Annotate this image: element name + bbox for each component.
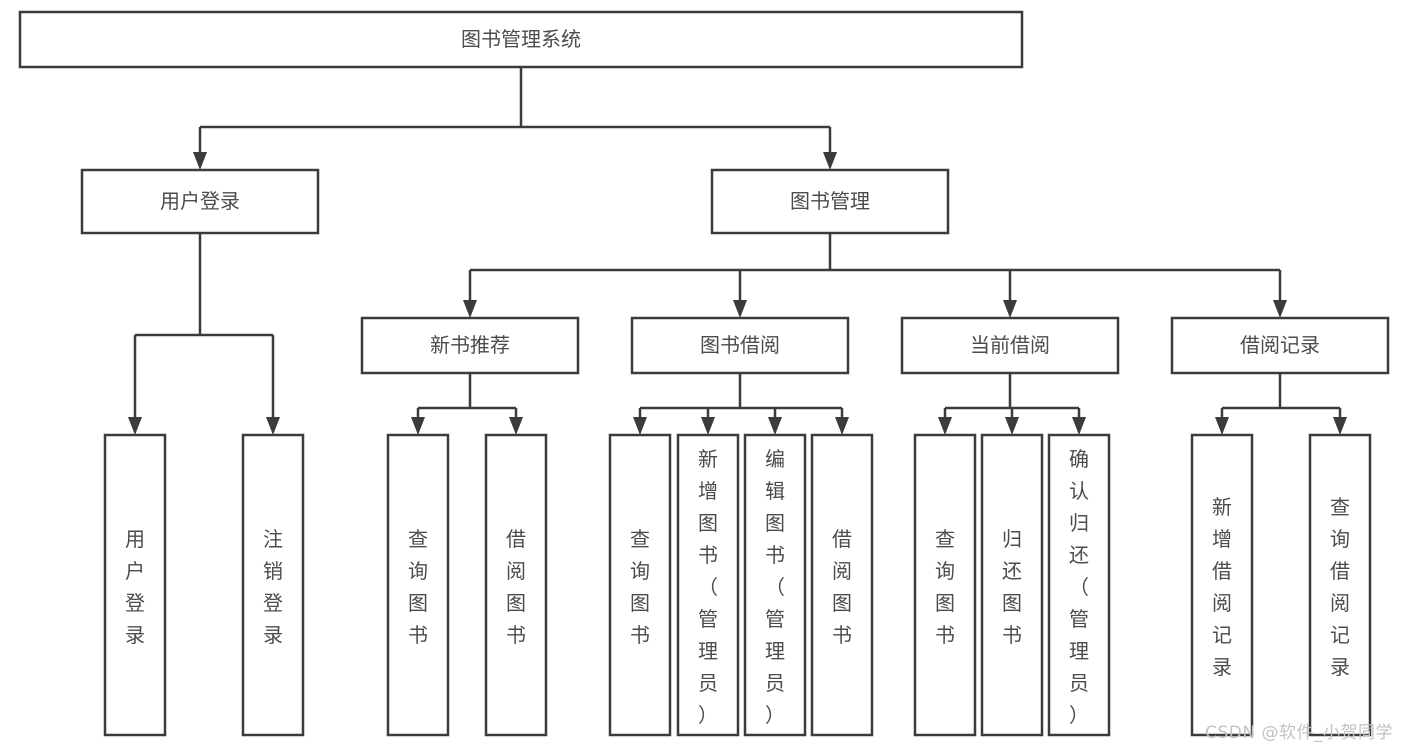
node-leaf-query-record-box [1308, 433, 1372, 737]
node-borrow-record-label: 借阅记录 [1240, 333, 1320, 357]
node-leaf-borrow-book-1-box [484, 433, 548, 737]
node-new-book-recommend-box [360, 316, 580, 375]
node-user-login[interactable]: 用户登录 [80, 168, 320, 235]
node-leaf-query-book-1-box [386, 433, 450, 737]
node-book-borrow[interactable]: 图书借阅 [630, 316, 850, 375]
node-leaf-add-book-label: 新增图书（管理员） [698, 447, 718, 727]
node-leaf-query-book-1[interactable]: 查询图书 [386, 433, 450, 737]
node-leaf-return-book-box [980, 433, 1044, 737]
node-leaf-user-logout[interactable]: 注销登录 [241, 433, 305, 737]
node-leaf-query-book-2[interactable]: 查询图书 [608, 433, 672, 737]
node-leaf-add-record[interactable]: 新增借阅记录 [1190, 433, 1254, 737]
node-leaf-user-login-box [103, 433, 167, 737]
node-leaf-edit-book-label: 编辑图书（管理员） [765, 447, 785, 727]
node-leaf-confirm-return[interactable]: 确认归还（管理员） [1047, 433, 1111, 737]
node-current-borrow-box [900, 316, 1120, 375]
node-leaf-query-record-label: 查询借阅记录 [1330, 495, 1350, 679]
node-leaf-borrow-book-1-label: 借阅图书 [506, 527, 526, 647]
node-leaf-add-record-box [1190, 433, 1254, 737]
node-leaf-query-book-2-box [608, 433, 672, 737]
node-book-manage[interactable]: 图书管理 [710, 168, 950, 235]
node-root[interactable]: 图书管理系统 [18, 10, 1024, 69]
node-leaf-query-book-3-box [913, 433, 977, 737]
node-book-borrow-box [630, 316, 850, 375]
node-borrow-record[interactable]: 借阅记录 [1170, 316, 1390, 375]
node-leaf-query-book-3[interactable]: 查询图书 [913, 433, 977, 737]
node-user-login-label: 用户登录 [160, 189, 240, 213]
node-leaf-query-book-3-label: 查询图书 [935, 527, 955, 647]
node-leaf-confirm-return-box [1047, 433, 1111, 737]
node-leaf-user-login-label: 用户登录 [125, 527, 145, 647]
node-leaf-query-book-2-label: 查询图书 [630, 527, 650, 647]
node-leaf-add-record-label: 新增借阅记录 [1212, 495, 1232, 679]
node-leaf-edit-book[interactable]: 编辑图书（管理员） [743, 433, 807, 737]
node-leaf-borrow-book-2-label: 借阅图书 [832, 527, 852, 647]
node-borrow-record-box [1170, 316, 1390, 375]
watermark: CSDN @软件_小贺同学 [1205, 723, 1393, 743]
node-leaf-borrow-book-2[interactable]: 借阅图书 [810, 433, 874, 737]
node-leaf-add-book-box [676, 433, 740, 737]
node-current-borrow[interactable]: 当前借阅 [900, 316, 1120, 375]
node-user-login-box [80, 168, 320, 235]
node-book-borrow-label: 图书借阅 [700, 333, 780, 357]
node-current-borrow-label: 当前借阅 [970, 333, 1050, 357]
node-book-manage-box [710, 168, 950, 235]
node-new-book-recommend-label: 新书推荐 [430, 333, 510, 357]
node-new-book-recommend[interactable]: 新书推荐 [360, 316, 580, 375]
node-root-box [18, 10, 1024, 69]
node-leaf-user-logout-box [241, 433, 305, 737]
node-leaf-user-logout-label: 注销登录 [263, 527, 283, 647]
connector-layer [128, 67, 1347, 435]
node-leaf-borrow-book-2-box [810, 433, 874, 737]
node-leaf-return-book-label: 归还图书 [1002, 527, 1022, 647]
node-leaf-query-record[interactable]: 查询借阅记录 [1308, 433, 1372, 737]
node-leaf-user-login[interactable]: 用户登录 [103, 433, 167, 737]
node-leaf-borrow-book-1[interactable]: 借阅图书 [484, 433, 548, 737]
node-root-label: 图书管理系统 [461, 27, 581, 51]
node-layer: 图书管理系统用户登录图书管理新书推荐图书借阅当前借阅借阅记录用户登录注销登录查询… [18, 10, 1390, 737]
node-book-manage-label: 图书管理 [790, 189, 870, 213]
node-leaf-return-book[interactable]: 归还图书 [980, 433, 1044, 737]
node-leaf-add-book[interactable]: 新增图书（管理员） [676, 433, 740, 737]
node-leaf-edit-book-box [743, 433, 807, 737]
node-leaf-query-book-1-label: 查询图书 [408, 527, 428, 647]
node-leaf-confirm-return-label: 确认归还（管理员） [1069, 447, 1089, 727]
